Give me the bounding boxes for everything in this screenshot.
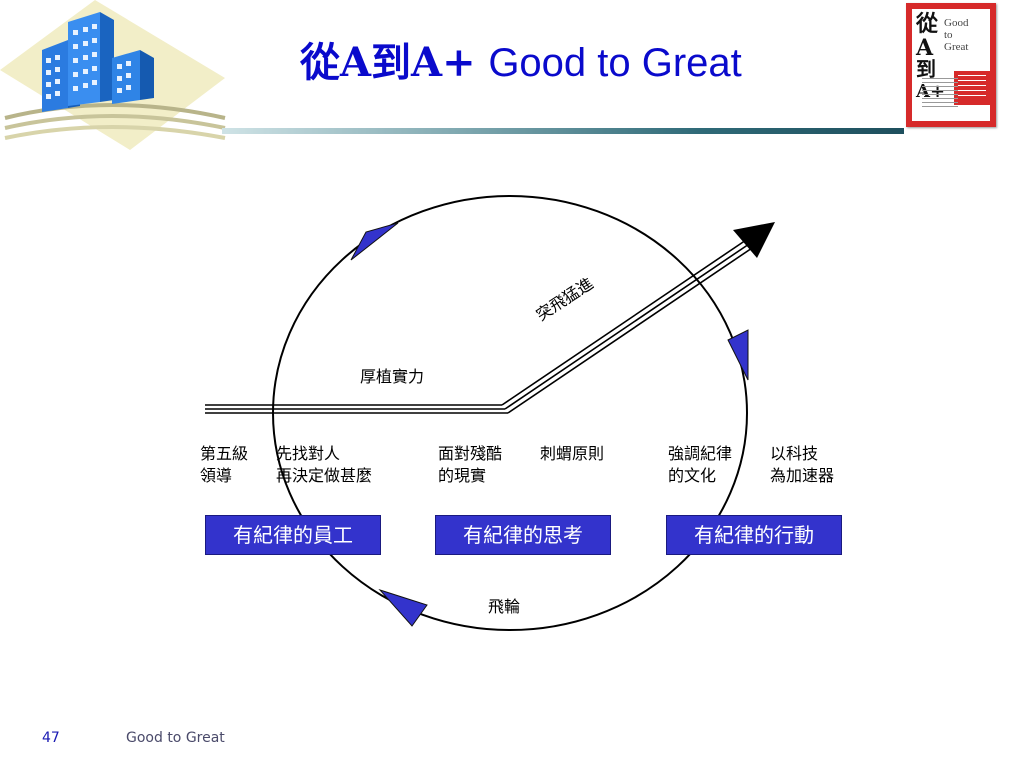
book-char-3: 到 — [916, 57, 936, 81]
cycle-arrow-right — [727, 329, 749, 381]
book-eng-1: Good — [944, 17, 969, 29]
box-disciplined-thought: 有紀律的思考 — [435, 515, 611, 555]
book-char-2: A — [916, 35, 934, 61]
breakthrough-line — [501, 235, 759, 414]
book-cover: 從 A 到 A+ Good to Great — [906, 3, 996, 127]
label-hedgehog: 刺蝟原則 — [540, 444, 605, 463]
slide-title: 從A到A+ Good to Great — [300, 30, 742, 90]
cycle-arrow-topleft — [350, 222, 399, 261]
footer-title: Good to Great — [126, 730, 225, 746]
cycle-arrow-bottom — [378, 588, 428, 627]
title-underline — [222, 128, 904, 134]
box-disciplined-action: 有紀律的行動 — [666, 515, 842, 555]
buildings-logo-icon — [0, 0, 226, 150]
book-eng-2: to — [944, 29, 953, 41]
book-eng-3: Great — [944, 41, 969, 53]
slide-title-zh: 從A到A+ — [300, 39, 476, 86]
label-level5: 第五級 領導 — [200, 444, 249, 485]
buildup-line — [205, 404, 508, 414]
slide-title-en: Good to Great — [488, 41, 742, 85]
page-number: 47 — [42, 730, 60, 746]
book-char-1: 從 — [916, 11, 939, 37]
book-char-4: A+ — [916, 81, 946, 102]
breakthrough-arrowhead — [733, 222, 775, 258]
label-build-up: 厚植實力 — [360, 367, 425, 386]
label-first-who: 先找對人 再決定做甚麼 — [276, 444, 373, 485]
label-flywheel: 飛輪 — [488, 597, 521, 616]
label-tech-accelerator: 以科技 為加速器 — [770, 444, 835, 485]
box-disciplined-people: 有紀律的員工 — [205, 515, 381, 555]
label-discipline-culture: 強調紀律 的文化 — [668, 444, 733, 485]
label-brutal-facts: 面對殘酷 的現實 — [438, 444, 503, 485]
